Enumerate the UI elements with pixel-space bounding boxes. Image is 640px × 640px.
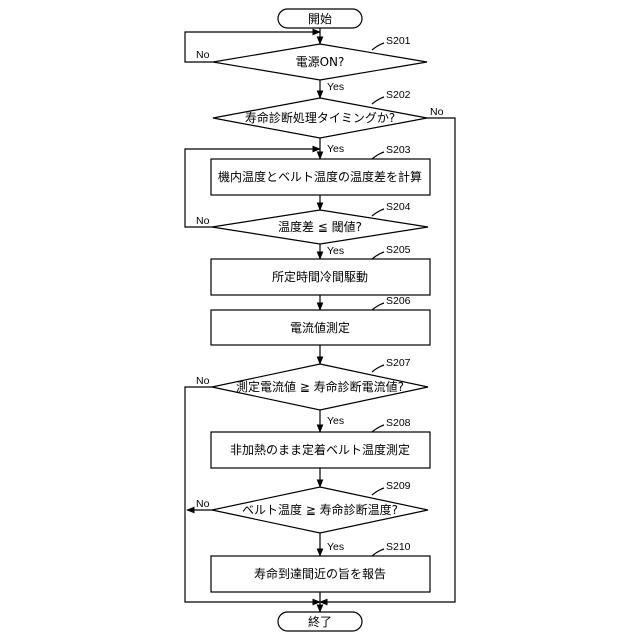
- process-s210-text: 寿命到達間近の旨を報告: [254, 566, 386, 581]
- decision-s204-text: 温度差 ≦ 閾値?: [278, 219, 362, 234]
- step-id-s204: S204: [386, 201, 411, 213]
- leader-s207: [372, 365, 384, 372]
- leader-s203: [372, 152, 384, 159]
- end-terminal-label: 終了: [308, 614, 332, 629]
- step-id-s206: S206: [386, 295, 411, 307]
- process-s206-text: 電流値測定: [290, 320, 350, 335]
- leader-s208: [372, 425, 384, 432]
- leader-s205: [372, 252, 384, 259]
- process-s208-text: 非加熱のまま定着ベルト温度測定: [230, 442, 410, 457]
- decision-s201-text: 電源ON?: [296, 55, 345, 69]
- step-id-s202: S202: [386, 89, 411, 101]
- no-label-s202: No: [430, 106, 444, 118]
- decision-s207-text: 測定電流値 ≧ 寿命診断電流値?: [236, 379, 404, 394]
- step-id-s210: S210: [386, 541, 411, 553]
- yes-label-s204: Yes: [327, 245, 344, 257]
- decision-s202-text: 寿命診断処理タイミングか?: [245, 110, 395, 125]
- no-label-s207: No: [196, 375, 210, 387]
- step-id-s203: S203: [386, 144, 411, 156]
- no-label-s204: No: [196, 215, 210, 227]
- decision-s209-text: ベルト温度 ≧ 寿命診断温度?: [242, 502, 398, 517]
- start-terminal-label: 開始: [308, 12, 332, 26]
- step-id-s208: S208: [386, 417, 411, 429]
- step-id-s209: S209: [386, 480, 411, 492]
- no-label-s209: No: [196, 498, 210, 510]
- leader-s210: [372, 549, 384, 556]
- leader-s204: [372, 209, 384, 216]
- leader-s202: [372, 97, 384, 104]
- yes-label-s209: Yes: [327, 541, 344, 553]
- step-id-s205: S205: [386, 244, 411, 256]
- yes-label-s207: Yes: [327, 415, 344, 427]
- no-label-s201: No: [196, 49, 210, 61]
- leader-s206: [372, 303, 384, 310]
- yes-label-s201: Yes: [327, 81, 344, 93]
- leader-s209: [372, 488, 384, 495]
- leader-s201: [372, 43, 384, 50]
- yes-label-s202: Yes: [327, 143, 344, 155]
- step-id-s201: S201: [386, 35, 411, 47]
- process-s205-text: 所定時間冷間駆動: [272, 269, 368, 284]
- step-id-s207: S207: [386, 357, 411, 369]
- process-s203-text: 機内温度とベルト温度の温度差を計算: [218, 169, 422, 184]
